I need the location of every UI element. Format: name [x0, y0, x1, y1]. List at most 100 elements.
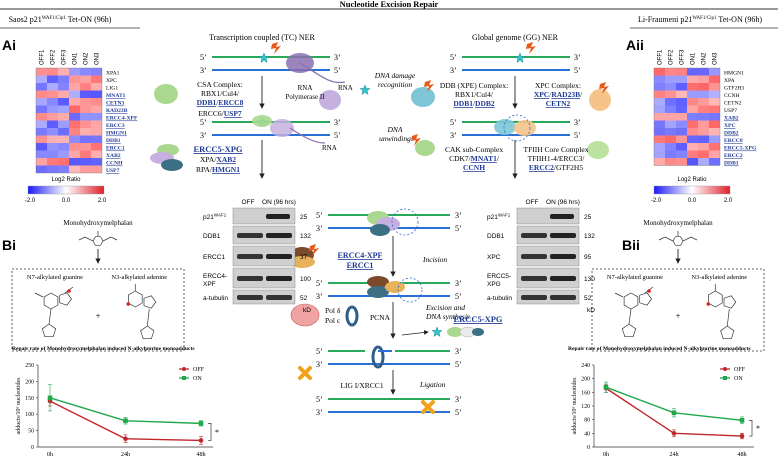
svg-text:TFIIH1-4/ERCC3/: TFIIH1-4/ERCC3/: [528, 154, 586, 163]
wb-lane: [516, 267, 580, 289]
heatmap-cell: [69, 105, 80, 113]
heatmap-cell: [47, 165, 58, 173]
x-tick-label: 24h: [669, 451, 679, 458]
svg-text:LIG I/XRCC1: LIG I/XRCC1: [340, 381, 383, 390]
left-header: Saos2 p21WAF1/Cip1 Tet-ON (96h): [9, 15, 112, 24]
wb-row-label: a-tubulin: [203, 295, 228, 302]
y-tick-label: 120: [581, 404, 590, 410]
wb-kd-label: 100: [300, 276, 311, 283]
heatmap-cell: [91, 68, 102, 76]
heatmap-col-label: ON2: [84, 52, 90, 65]
heatmap-cell: [91, 75, 102, 83]
heatmap-cell: [80, 143, 91, 151]
data-point: [671, 431, 677, 436]
heatmap-gene-label: XAB2: [106, 153, 121, 159]
svg-text:5’: 5’: [200, 53, 207, 62]
svg-text:3’: 3’: [334, 118, 341, 127]
svg-text:TFIIH Core Complex: TFIIH Core Complex: [524, 145, 589, 154]
heatmap-cell: [709, 68, 720, 76]
svg-text:RNA: RNA: [298, 84, 313, 92]
svg-text:-2.0: -2.0: [25, 198, 36, 204]
legend-label: ON: [193, 376, 202, 382]
heatmap-gene-label: CCNH: [724, 93, 740, 99]
wb-band: [550, 214, 574, 219]
heatmap-cell: [687, 83, 698, 91]
wb-lane: [516, 207, 580, 225]
ddb-complex-shape: [411, 87, 435, 107]
heatmap-gene-label: CETN2: [724, 101, 742, 107]
wb-lane: [232, 245, 296, 267]
svg-text:XPA/XAB2: XPA/XAB2: [200, 155, 236, 164]
gg-ner-section: Global genome (GG) NER 5’ 3’ 3’ 5’ DNA d…: [359, 33, 611, 179]
heatmap-cell: [654, 113, 665, 121]
panel-label-ai: Ai: [2, 37, 16, 53]
pcna-ring-shape: [345, 305, 359, 327]
dna-lesion-icon: [258, 52, 270, 63]
heatmap-cell: [709, 113, 720, 121]
wb-row-label: DDB1: [487, 233, 505, 240]
heatmap-cell: [698, 128, 709, 136]
heatmap-cell: [58, 143, 69, 151]
legend-label: OFF: [734, 367, 746, 373]
heatmap-cell: [36, 113, 47, 121]
heatmap-cell: [676, 105, 687, 113]
wb-lane: [232, 289, 296, 305]
drug-name: Monohydroxymelphalan: [63, 219, 133, 227]
data-point: [671, 410, 677, 416]
wb-kd-label: 25: [300, 214, 308, 221]
y-tick-label: 50: [28, 429, 34, 435]
heatmap-gene-label: XPC: [724, 123, 736, 129]
wb-header-off: OFF: [242, 199, 255, 206]
tc-ner-title: Transcription coupled (TC) NER: [209, 33, 315, 42]
n7-label: N7-alkylated guanine: [27, 274, 83, 281]
heatmap-gene-label: CCNH: [106, 161, 123, 167]
n3-label: N3-alkylated adenine: [111, 274, 167, 281]
svg-text:Log2 Ratio: Log2 Ratio: [677, 177, 707, 183]
svg-text:5’: 5’: [455, 360, 462, 369]
heatmap-cell: [665, 105, 676, 113]
svg-text:2.0: 2.0: [724, 198, 733, 204]
heatmap-gene-label: DDB2: [724, 131, 739, 137]
wb-band: [266, 254, 292, 259]
heatmap-gene-label: ERCC8: [724, 138, 743, 144]
panel-label-aii: Aii: [626, 37, 644, 53]
wb-band: [550, 276, 576, 281]
chart-title: Repair rate of Monohydroxymelphalan indu…: [568, 346, 751, 352]
heatmap-cell: [709, 105, 720, 113]
heatmap-cell: [58, 75, 69, 83]
heatmap-cell: [709, 158, 720, 166]
heatmap-cell: [654, 150, 665, 158]
heatmap-gene-label: CETN3: [106, 101, 125, 107]
heatmap-cell: [47, 113, 58, 121]
svg-text:3’: 3’: [316, 224, 323, 233]
heatmap-cell: [36, 150, 47, 158]
svg-text:CDK7/MNAT1/: CDK7/MNAT1/: [449, 154, 500, 163]
heatmap-gene-label: LIG1: [106, 86, 118, 92]
panel-label-bi: Bi: [2, 237, 16, 253]
svg-text:3’: 3’: [200, 131, 207, 140]
heatmap-cell: [36, 165, 47, 173]
heatmap-cell: [709, 128, 720, 136]
heatmap-gene-label: GTF2H3: [724, 86, 744, 92]
heatmap-cell: [709, 83, 720, 91]
heatmap-cell: [47, 150, 58, 158]
svg-text:ERCC6/USP7: ERCC6/USP7: [198, 109, 242, 118]
wb-lane: [232, 267, 296, 289]
wb-lane: [232, 225, 296, 245]
heatmap-cell: [676, 68, 687, 76]
heatmap-cell: [709, 120, 720, 128]
y-tick-label: 100: [25, 412, 34, 418]
data-point: [123, 418, 128, 424]
wb-band: [550, 295, 576, 300]
heatmap-col-label: OFF2: [669, 49, 675, 65]
wb-lane: [516, 289, 580, 305]
y-tick-label: 80: [584, 418, 590, 424]
svg-text:5’: 5’: [316, 395, 323, 404]
heatmap-cell: [36, 143, 47, 151]
heatmap-cell: [91, 143, 102, 151]
svg-text:5’: 5’: [455, 224, 462, 233]
